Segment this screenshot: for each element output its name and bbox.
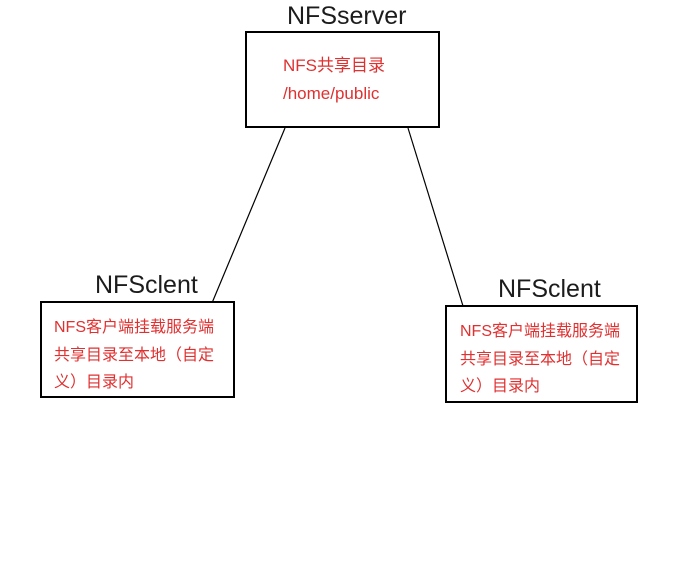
- server-share-path-label: /home/public: [283, 84, 380, 103]
- client-right-desc-line-3: 义）目录内: [460, 378, 541, 395]
- client-left-node-box: NFS客户端挂载服务端 共享目录至本地（自定 义）目录内: [40, 301, 235, 398]
- connector-server-to-left-client: [211, 127, 286, 304]
- client-right-node-box: NFS客户端挂载服务端 共享目录至本地（自定 义）目录内: [445, 305, 638, 403]
- client-left-desc-line-1: NFS客户端挂载服务端: [54, 319, 215, 336]
- client-right-desc-line-2: 共享目录至本地（自定: [460, 351, 621, 368]
- client-left-node-title: NFSclent: [95, 271, 198, 299]
- server-node-box: NFS共享目录 /home/public: [245, 31, 440, 128]
- client-right-node-title: NFSclent: [498, 275, 601, 303]
- server-share-dir-label: NFS共享目录: [283, 56, 385, 75]
- client-right-desc-line-1: NFS客户端挂载服务端: [460, 323, 621, 340]
- connector-server-to-right-client: [407, 127, 464, 307]
- client-left-desc-line-2: 共享目录至本地（自定: [54, 347, 215, 364]
- server-node-title: NFSserver: [287, 2, 407, 30]
- client-left-desc-line-3: 义）目录内: [54, 374, 135, 391]
